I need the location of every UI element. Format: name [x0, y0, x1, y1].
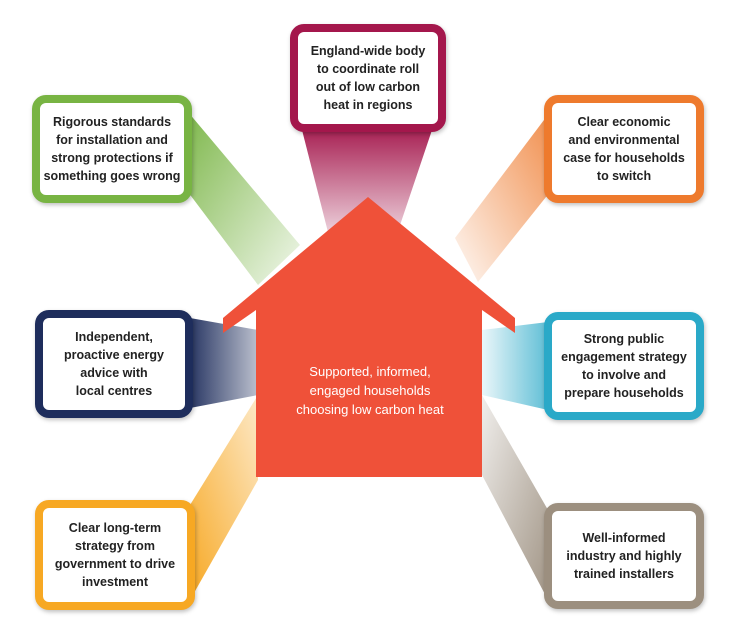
beam-top-right: [455, 112, 550, 282]
box-top-left-text: Rigorous standards for installation and …: [43, 115, 181, 183]
box-top: England-wide body to coordinate roll out…: [290, 24, 446, 132]
center-label: Supported, informed, engaged households …: [296, 364, 444, 417]
box-mid-left-text: Independent, proactive energy advice wit…: [63, 330, 165, 398]
beam-mid-left: [190, 318, 258, 408]
box-mid-right-text: Strong public engagement strategy to inv…: [561, 332, 687, 400]
box-bottom-right-text: Well-informed industry and highly traine…: [566, 531, 682, 581]
box-top-text: England-wide body to coordinate roll out…: [310, 44, 426, 112]
box-top-left: Rigorous standards for installation and …: [32, 95, 192, 203]
beam-top: [302, 130, 432, 240]
beam-mid-right: [482, 322, 548, 410]
beam-bottom-right: [482, 395, 548, 600]
box-bottom-right: Well-informed industry and highly traine…: [544, 503, 704, 609]
box-mid-left: Independent, proactive energy advice wit…: [35, 310, 193, 418]
box-top-right: Clear economic and environmental case fo…: [544, 95, 704, 203]
beam-bottom-left: [190, 395, 258, 600]
beam-top-left: [188, 112, 300, 285]
house-shape: [223, 197, 515, 477]
box-mid-right: Strong public engagement strategy to inv…: [544, 312, 704, 420]
box-bottom-left-text: Clear long-term strategy from government…: [54, 521, 176, 589]
box-bottom-left: Clear long-term strategy from government…: [35, 500, 195, 610]
box-top-right-text: Clear economic and environmental case fo…: [563, 115, 685, 183]
